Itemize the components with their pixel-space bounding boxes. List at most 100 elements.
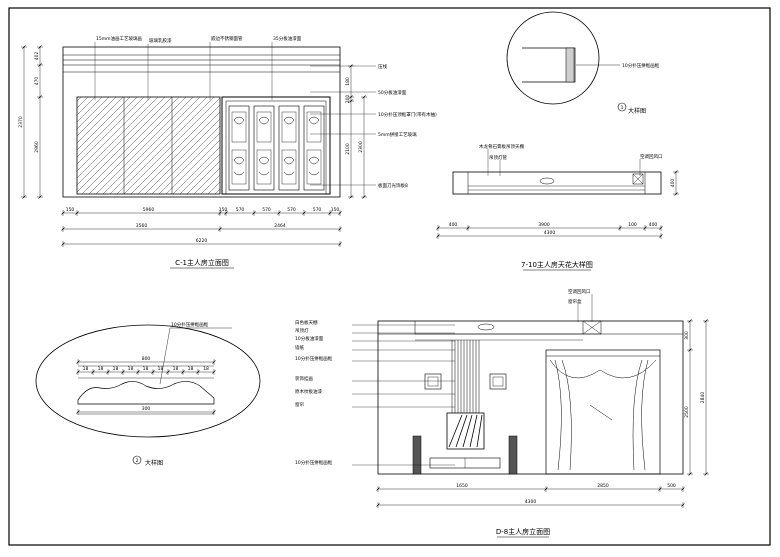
plan-dim-1: 3900 xyxy=(538,222,550,228)
plan-dim-2: 100 xyxy=(628,222,637,228)
c1-dim-left-1: 470 xyxy=(34,77,40,86)
c1-callout-right-0: 压线 xyxy=(378,63,387,70)
d-dim-bottom-1: 2850 xyxy=(597,483,609,489)
plan-callout-1: 吊顶灯管 xyxy=(489,154,507,161)
speaker-left xyxy=(412,435,422,475)
plan-dim-3: 400 xyxy=(649,222,658,228)
c1-callout-right-2: 10分扑压顶框罩门(带有木抽) xyxy=(378,111,437,118)
plan-outline xyxy=(452,171,662,195)
detail-2-dim-6: 18 xyxy=(173,366,179,372)
c1-dim-total-0: 6220 xyxy=(196,238,208,244)
c1-dim-top-6: 570 xyxy=(313,207,322,213)
detail-1-marker: 1 xyxy=(621,105,624,111)
d-callout-left-0: 白色板天棚 xyxy=(295,319,318,326)
wall-outline-d xyxy=(377,320,684,475)
curtain-folds xyxy=(554,359,649,471)
d-callout-left-3: 墙纸 xyxy=(295,344,304,351)
wall-outline xyxy=(62,46,341,198)
d-callout-left-7: 窗帘 xyxy=(295,401,304,408)
c1-callout-right-1: 50分板油漆面 xyxy=(378,89,407,96)
window-frame xyxy=(545,349,661,475)
detail-2-title: 大样图 xyxy=(145,459,163,467)
d-title: D-8主人房立面图 xyxy=(496,527,550,536)
d-callout-top-10: 窗帘盒 xyxy=(568,298,582,305)
detail-1-title: 大样图 xyxy=(628,107,646,115)
c1-dim-top-4: 570 xyxy=(262,207,271,213)
detail-2-dim-8: 18 xyxy=(203,366,209,372)
c1-dim-top-1: 5960 xyxy=(143,207,155,213)
c1-dim-bottom-1: 2464 xyxy=(274,223,286,229)
detail-circle xyxy=(506,11,600,105)
d-callout-left-2: 10分板油漆面 xyxy=(295,335,324,342)
c1-callout-top-0: 15mm油画工艺玻璃画 xyxy=(96,35,142,42)
curtain-valance xyxy=(549,359,657,379)
d-callout-left-5: 装饰挂画 xyxy=(295,375,313,382)
cabinet-door xyxy=(253,105,275,191)
c1-dim-left-0: 402 xyxy=(34,52,40,61)
c1-dim-right-2: 2100 xyxy=(345,143,351,155)
detail-2-dim-1: 18 xyxy=(98,366,104,372)
d-callout-left-6: 原木纹板油漆 xyxy=(295,388,322,395)
d-dim-bottom-2: 500 xyxy=(667,483,676,489)
d-dim-bottom-0: 1650 xyxy=(456,483,468,489)
cabinet-door xyxy=(303,105,325,191)
c1-dim-top-0: 150 xyxy=(66,207,75,213)
d-callout-left-1: 吊顶灯 xyxy=(295,327,309,334)
c1-dim-top-5: 570 xyxy=(287,207,296,213)
c1-dim-bottom-0: 3560 xyxy=(136,223,148,229)
wall-picture-left xyxy=(424,373,442,390)
detail-1-marker-circle xyxy=(617,102,627,112)
plan-dim-0: 400 xyxy=(449,222,458,228)
d-dim-right-total-0: 2840 xyxy=(700,392,706,404)
elevation-c1: 15mm油画工艺玻璃画玻璃乳胶漆 嵌边不锈钢面管 35分板油漆面压线 50分板油漆面 1… xyxy=(18,35,437,269)
moulding-profile xyxy=(77,381,215,405)
plan-dim-total-0: 4300 xyxy=(544,230,556,236)
c1-dim-left-total-0: 2370 xyxy=(18,116,24,128)
c1-callout-right-4: 板面刀光饰板8 xyxy=(378,182,408,189)
detail-2-dim-7: 18 xyxy=(188,366,194,372)
detail-2-marker-circle xyxy=(132,455,142,465)
cabinet-door xyxy=(228,105,250,191)
cabinet-door xyxy=(278,105,300,191)
c1-title: C-1主人房立面图 xyxy=(175,258,229,267)
detail-2-dim-b-0: 300 xyxy=(142,406,151,412)
speaker-right xyxy=(508,435,518,475)
sheet-border xyxy=(8,7,771,546)
d-callout-left-4: 10分扑压拼框画框 xyxy=(295,355,333,362)
plan-callout-2: 空调回风口 xyxy=(640,153,663,160)
c1-dim-top-2: 150 xyxy=(219,207,228,213)
c1-callout-top-3: 35分板油漆面 xyxy=(273,35,302,42)
d-callout-top-9: 空调回风口 xyxy=(568,288,591,295)
plan-title: 7-10主人房天花大样图 xyxy=(521,260,593,269)
cabinet-frame xyxy=(221,96,331,195)
detail-2-marker: 2 xyxy=(136,458,139,464)
wall-picture-right xyxy=(489,373,507,390)
plan-callout-0: 木龙骨石膏板吊顶天棚 xyxy=(479,143,524,150)
d-dim-right-1: 2500 xyxy=(684,406,690,418)
detail-2-dim-a-0: 800 xyxy=(142,356,151,362)
detail-1: 10分扑压拼框画框 1 大样图 xyxy=(506,11,660,115)
c1-dim-left-2: 2960 xyxy=(34,141,40,153)
detail-2-dim-0: 18 xyxy=(83,366,89,372)
detail-2-dim-2: 18 xyxy=(113,366,119,372)
detail-1-callout: 10分扑压拼框画框 xyxy=(622,62,660,69)
detail-2-dim-5: 18 xyxy=(158,366,164,372)
c1-dim-right-total-0: 2300 xyxy=(358,141,364,153)
d-dim-total-0: 4300 xyxy=(525,499,537,505)
c1-dim-right-0: 180 xyxy=(345,77,351,86)
c1-callout-top-2: 嵌边不锈钢面管 xyxy=(211,35,243,42)
detail-2-callout: 10分扑压拼框画框 xyxy=(171,321,209,328)
c1-dim-right-1: 200 xyxy=(345,95,351,104)
plan-dim-side-0: 400 xyxy=(670,179,676,188)
d-callout-left-8: 10分扑压拼框画框 xyxy=(295,459,333,466)
detail-2-dim-3: 18 xyxy=(128,366,134,372)
c1-dim-top-7: 150 xyxy=(331,207,340,213)
c1-callout-top-1: 玻璃乳胶漆 xyxy=(149,37,172,44)
d-dim-right-0: 300 xyxy=(684,331,690,340)
c1-callout-right-3: 5mm拼接工艺玻璃 xyxy=(378,131,417,138)
